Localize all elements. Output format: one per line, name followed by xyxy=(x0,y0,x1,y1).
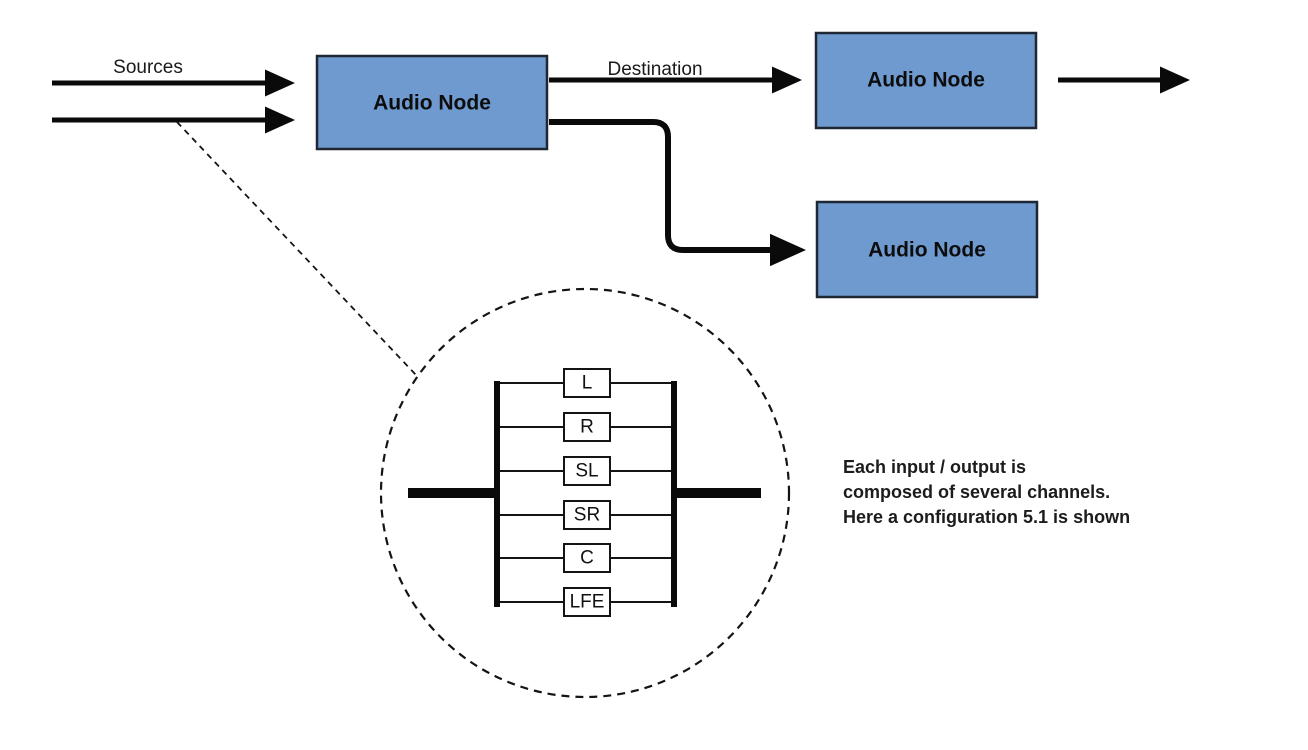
annotation-line-1: Each input / output is xyxy=(843,457,1026,477)
audio-node-2 xyxy=(814,31,1038,130)
annotation: Each input / output is composed of sever… xyxy=(843,457,1130,527)
branch-connector-arrow xyxy=(549,119,806,267)
output-rail xyxy=(671,381,677,607)
channel-label-r: R xyxy=(580,417,594,438)
channel-box-sr xyxy=(563,500,611,530)
channel-detail-circle xyxy=(379,287,791,699)
input-rail xyxy=(494,381,500,607)
channel-label-c: C xyxy=(580,548,594,569)
channel-box-c xyxy=(563,543,611,573)
channel-rows: L R SL SR C LFE xyxy=(500,368,671,617)
audio-node-3 xyxy=(815,200,1039,299)
audio-node-1-label: Audio Node xyxy=(373,92,491,115)
zoom-callout-line xyxy=(176,121,417,376)
channel-label-sr: SR xyxy=(574,505,600,526)
channel-box-r xyxy=(563,412,611,442)
audio-node-1 xyxy=(315,54,549,151)
audio-node-2-label: Audio Node xyxy=(867,69,985,92)
annotation-line-2: composed of several channels. xyxy=(843,482,1110,502)
audio-node-3-label: Audio Node xyxy=(868,239,986,262)
channel-box-sl xyxy=(563,456,611,486)
channel-box-lfe xyxy=(563,587,611,617)
channel-label-sl: SL xyxy=(575,461,598,482)
sources-label: Sources xyxy=(113,57,183,78)
annotation-line-3: Here a configuration 5.1 is shown xyxy=(843,507,1130,527)
channel-label-l: L xyxy=(582,373,593,394)
channel-label-lfe: LFE xyxy=(570,592,605,613)
destination-label: Destination xyxy=(607,59,702,80)
channel-box-l xyxy=(563,368,611,398)
